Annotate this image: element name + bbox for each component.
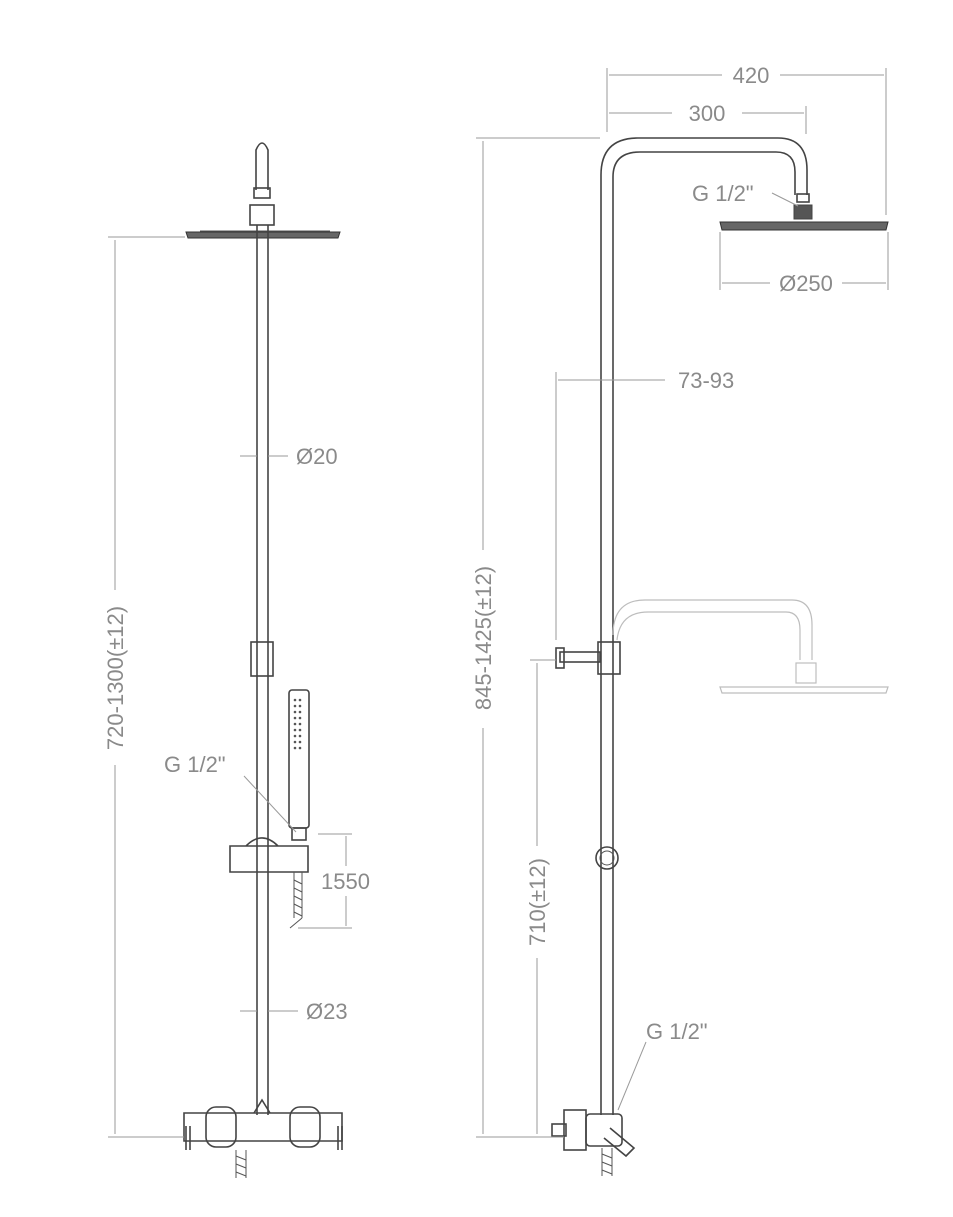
side-head-connector	[793, 204, 813, 220]
hose-length-label: 1550	[321, 869, 370, 894]
side-g-half-label: G 1/2"	[646, 1019, 708, 1044]
side-slide-ring	[595, 846, 619, 870]
side-arm-inner	[612, 151, 796, 1115]
front-pipe-collar	[250, 641, 274, 677]
side-hose-braid	[601, 1153, 613, 1175]
front-hand-shower	[288, 689, 310, 829]
front-hand-shower-cone	[291, 827, 307, 841]
side-view: 420 300 G 1/2" Ø250 73-93 845-1425(±12) …	[471, 63, 889, 1176]
side-ghost-head	[719, 686, 889, 694]
side-bracket-plate	[555, 647, 565, 669]
side-height-label: 845-1425(±12)	[471, 566, 496, 710]
side-g-half-leader	[617, 1041, 647, 1111]
side-ghost-arm-outer	[612, 599, 813, 660]
front-head-connector	[249, 204, 275, 226]
front-mixer	[183, 1098, 343, 1178]
arm-inner-label: 300	[689, 101, 726, 126]
mixer-height-label: 710(±12)	[525, 858, 550, 946]
side-mixer-handle	[603, 1127, 636, 1158]
pipe-dia-lower-label: Ø23	[306, 999, 348, 1024]
side-rain-head	[719, 221, 889, 231]
front-rain-head	[185, 231, 341, 239]
side-bracket-arm	[559, 651, 601, 663]
front-g-half-label: G 1/2"	[164, 752, 226, 777]
head-dia-label: Ø250	[779, 271, 833, 296]
front-view: 720-1300(±12) Ø20 G 1/2" 1550 Ø23	[103, 142, 370, 1178]
head-g-half-label: G 1/2"	[692, 181, 754, 206]
pipe-dia-upper-label: Ø20	[296, 444, 338, 469]
side-mixer	[551, 1109, 636, 1176]
front-hand-shower-nozzles	[293, 698, 302, 750]
arm-reach-label: 420	[733, 63, 770, 88]
side-arm-outer	[600, 137, 808, 1115]
wall-offset-label: 73-93	[678, 368, 734, 393]
front-sliding-holder	[229, 837, 309, 873]
side-head-nut	[796, 193, 810, 203]
side-mixer-body-left	[563, 1109, 587, 1151]
side-slide-ring-inner	[599, 850, 615, 866]
side-wall-bracket	[597, 641, 621, 675]
side-ghost-arm-inner	[616, 611, 801, 660]
front-top-gooseneck	[255, 142, 269, 190]
front-height-label: 720-1300(±12)	[103, 606, 128, 750]
head-g-half-leader	[771, 192, 799, 207]
front-g-half-leader	[243, 775, 297, 833]
front-hose	[289, 872, 303, 929]
side-mixer-body	[585, 1113, 623, 1147]
side-ghost-connector	[795, 662, 817, 684]
side-mixer-inlet	[551, 1123, 567, 1137]
front-top-nut	[253, 187, 271, 199]
